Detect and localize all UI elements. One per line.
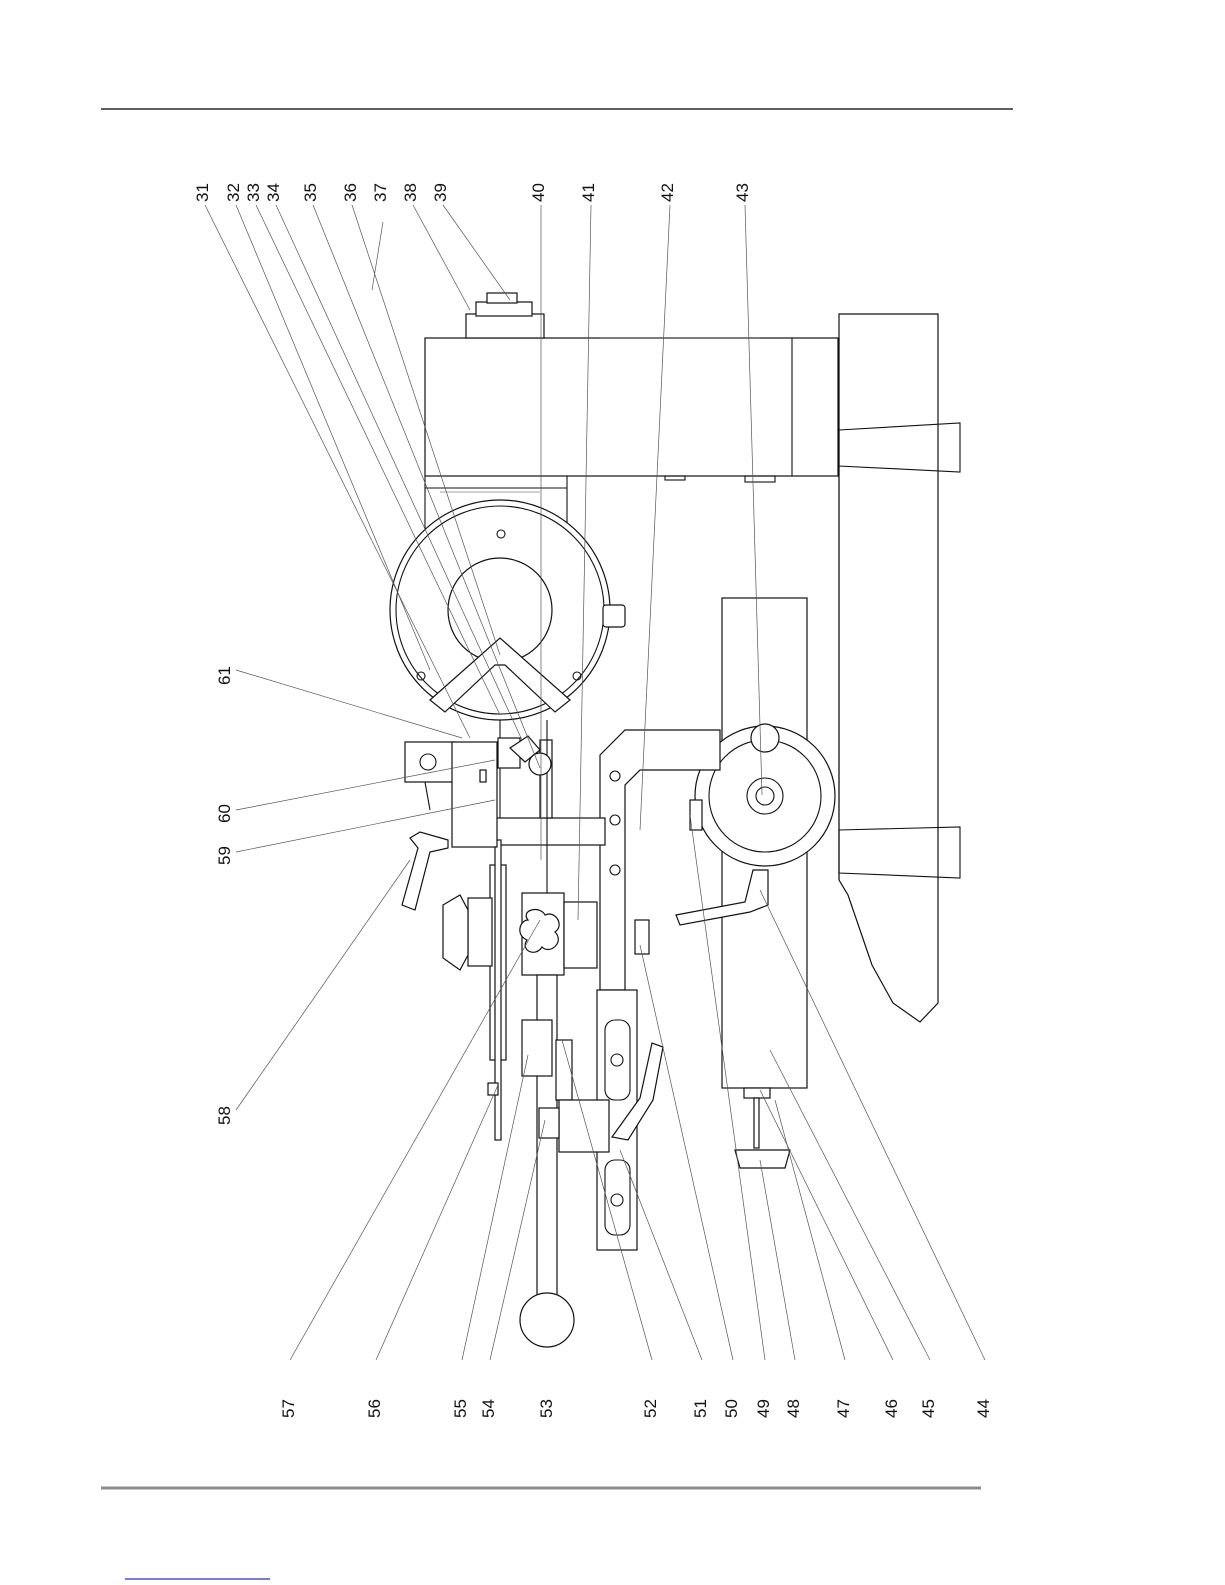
labels-left: 61 60 59 58 [215,666,234,1125]
part-label-31: 31 [193,183,212,202]
graduated-dial [443,840,506,1140]
part-label-49: 49 [754,1399,773,1418]
part-label-38: 38 [401,183,420,202]
part-label-48: 48 [784,1399,803,1418]
part-label-37: 37 [371,183,390,202]
part-label-34: 34 [264,183,283,202]
part-label-42: 42 [658,183,677,202]
part-label-36: 36 [341,183,360,202]
clamp-levers[interactable] [402,832,768,1140]
part-label-32: 32 [224,183,243,202]
part-label-61: 61 [215,666,234,685]
part-label-54: 54 [479,1399,498,1418]
part-label-33: 33 [244,183,263,202]
labels-bottom: 57 56 55 54 53 52 51 50 49 48 47 46 45 4… [279,1399,993,1418]
part-label-47: 47 [834,1399,853,1418]
part-label-41: 41 [579,183,598,202]
part-label-46: 46 [882,1399,901,1418]
part-label-60: 60 [215,804,234,823]
part-label-53: 53 [537,1399,556,1418]
part-label-55: 55 [451,1399,470,1418]
part-label-43: 43 [733,183,752,202]
part-label-51: 51 [691,1399,710,1418]
part-label-56: 56 [365,1399,384,1418]
part-label-57: 57 [279,1399,298,1418]
base-plate [839,314,960,1022]
part-label-50: 50 [722,1399,741,1418]
part-label-52: 52 [641,1399,660,1418]
adjust-knob[interactable] [735,1088,790,1168]
part-label-40: 40 [529,183,548,202]
part-label-44: 44 [974,1399,993,1418]
part-label-39: 39 [431,183,450,202]
part-label-59: 59 [215,846,234,865]
spindle-cap [466,293,544,338]
part-label-45: 45 [919,1399,938,1418]
part-label-58: 58 [215,1106,234,1125]
part-label-35: 35 [301,183,320,202]
feed-bar [520,720,609,1347]
labels-top: 31 32 33 34 35 36 37 38 39 40 41 42 43 [193,183,752,202]
clamp-knob-assembly[interactable] [520,893,597,975]
